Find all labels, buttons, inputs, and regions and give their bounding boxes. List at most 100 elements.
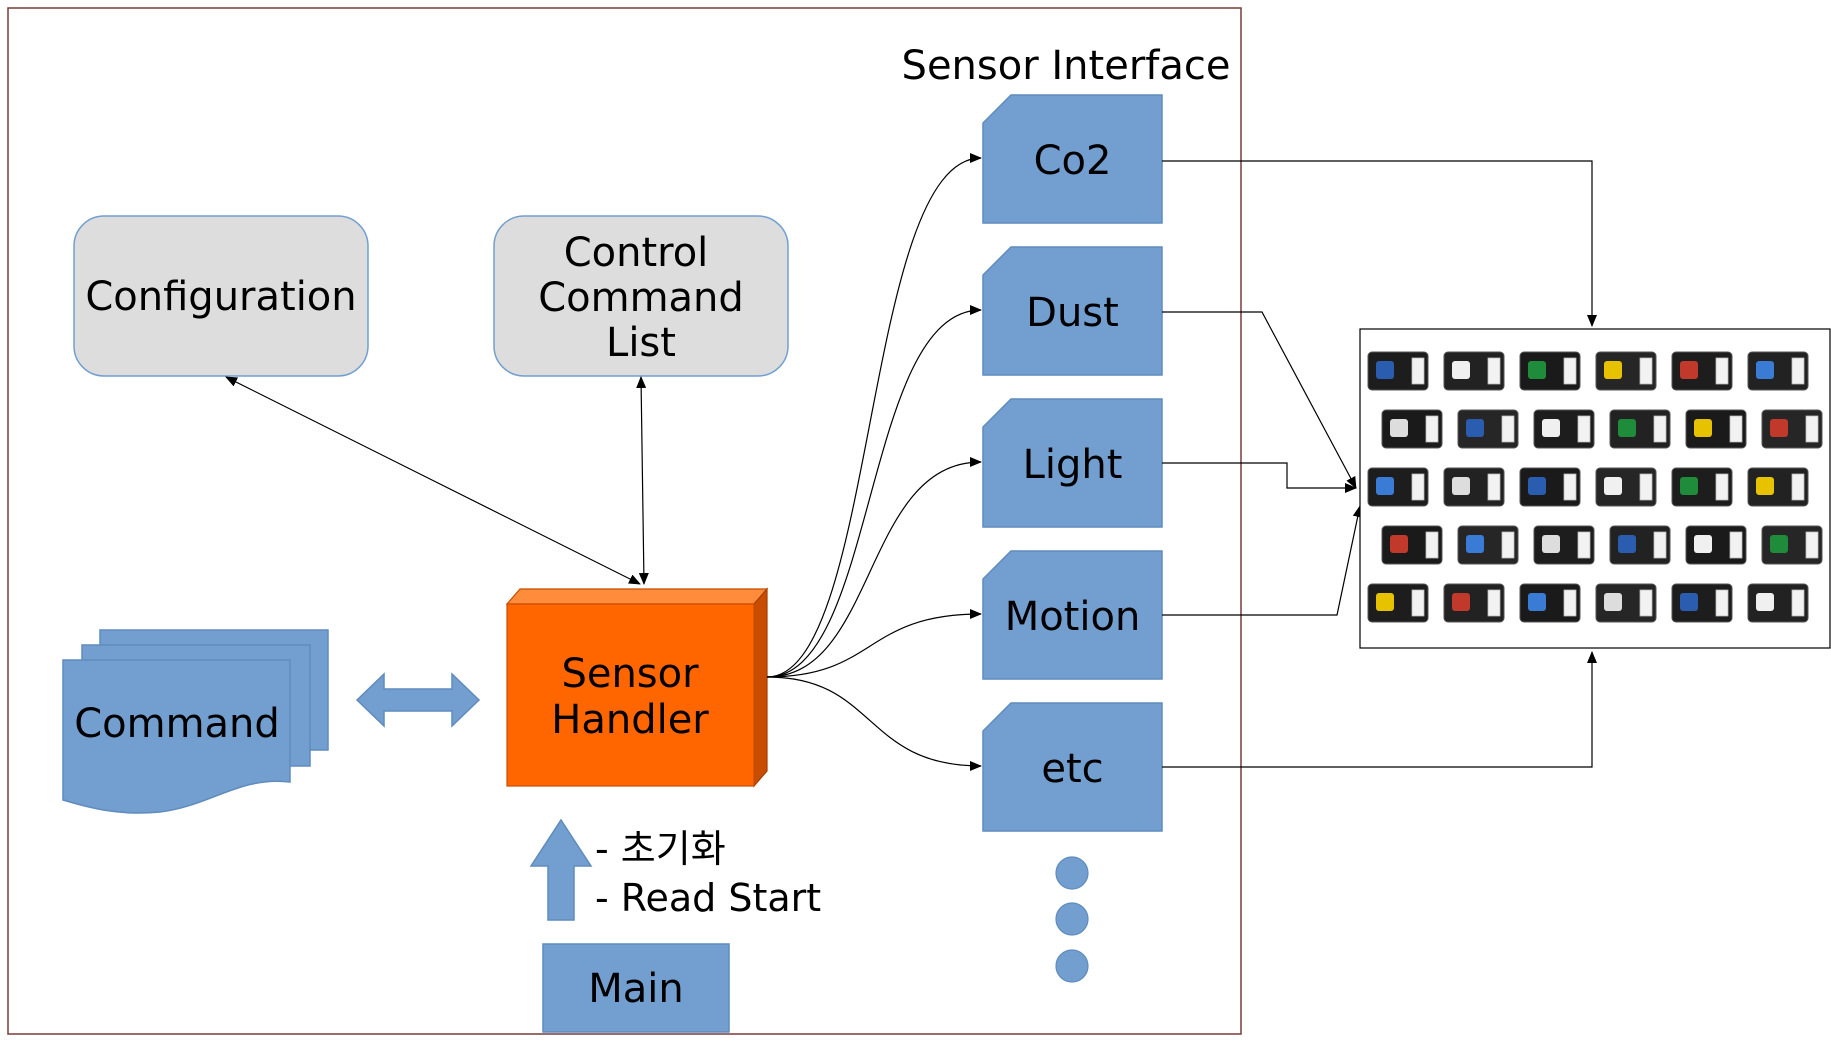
sensor-modules-image (1359, 328, 1831, 649)
sensor-module-connector (1729, 415, 1743, 443)
sensor-module-connector (1653, 415, 1667, 443)
sensor-module-component (1452, 361, 1470, 379)
sensor-module-component (1694, 419, 1712, 437)
command-document-stack: Command (62, 629, 329, 814)
handler-to-etc-connector (766, 676, 982, 771)
init-note-line-1: - 초기화 (595, 827, 726, 871)
sensor-module-component (1452, 477, 1470, 495)
sensor-module-connector (1791, 473, 1805, 501)
sensor-module-component (1770, 419, 1788, 437)
sensor-module-component (1756, 361, 1774, 379)
command-handler-double-arrow (355, 672, 481, 728)
sensor-module-component (1376, 477, 1394, 495)
sensor-module-component (1680, 477, 1698, 495)
sensor-module-component (1542, 535, 1560, 553)
sensor-module-component (1528, 593, 1546, 611)
sensor-module-component (1604, 361, 1622, 379)
sensor-module-connector (1715, 357, 1729, 385)
sensor-module-connector (1411, 357, 1425, 385)
sensor-module-component (1618, 535, 1636, 553)
sensor-module-connector (1729, 531, 1743, 559)
sensor-module-connector (1577, 531, 1591, 559)
sensor-card-label: Motion (1005, 594, 1141, 640)
sensor-module-connector (1563, 357, 1577, 385)
ccl-handler-connector (636, 376, 649, 585)
sensor-card-shape (982, 94, 1163, 224)
sensor-module-connector (1653, 531, 1667, 559)
sensor-module-connector (1563, 473, 1577, 501)
sensor-module-connector (1791, 589, 1805, 617)
sensor-module-connector (1805, 531, 1819, 559)
sensor-module-connector (1577, 415, 1591, 443)
sensor-module-component (1694, 535, 1712, 553)
control-command-list-line-2: Command (538, 275, 744, 321)
sensor-card-motion: Motion (982, 550, 1163, 680)
sensor-interface-title: Sensor Interface (902, 43, 1231, 89)
command-label: Command (74, 701, 280, 747)
handler-to-co2-connector (766, 153, 982, 678)
sensor-module-component (1376, 593, 1394, 611)
vertical-ellipsis-icon (1055, 856, 1089, 983)
config-handler-connector (225, 376, 641, 585)
sensor-module-connector (1501, 415, 1515, 443)
sensor-handler-line-1: Sensor (561, 651, 699, 697)
sensor-module-connector (1501, 531, 1515, 559)
dust-hardware-connector (1162, 311, 1357, 489)
sensor-module-component (1390, 535, 1408, 553)
handler-to-dust-connector (766, 305, 982, 678)
etc-hardware-connector (1162, 651, 1597, 768)
sensor-module-connector (1425, 531, 1439, 559)
sensor-handler-box: Sensor Handler (505, 587, 769, 788)
sensor-module-connector (1715, 473, 1729, 501)
sensor-card-dust: Dust (982, 246, 1163, 376)
control-command-list-line-3: List (606, 320, 676, 366)
control-command-list-line-1: Control (564, 230, 709, 276)
co2-hardware-connector (1162, 160, 1597, 327)
motion-hardware-connector (1162, 505, 1363, 616)
sensor-module-connector (1563, 589, 1577, 617)
main-label: Main (588, 966, 684, 1012)
configuration-label: Configuration (85, 274, 356, 320)
sensor-module-component (1680, 593, 1698, 611)
sensor-module-component (1756, 593, 1774, 611)
sensor-card-light: Light (982, 398, 1163, 528)
sensor-module-component (1466, 535, 1484, 553)
main-to-handler-up-arrow (529, 818, 593, 921)
sensor-module-connector (1639, 589, 1653, 617)
sensor-module-connector (1639, 473, 1653, 501)
sensor-module-connector (1487, 357, 1501, 385)
sensor-module-component (1390, 419, 1408, 437)
sensor-module-connector (1791, 357, 1805, 385)
sensor-module-connector (1487, 473, 1501, 501)
sensor-card-co2: Co2 (982, 94, 1163, 224)
sensor-module-connector (1411, 473, 1425, 501)
sensor-card-label: Dust (1026, 290, 1119, 336)
sensor-module-component (1604, 593, 1622, 611)
light-hardware-connector (1162, 462, 1357, 493)
init-note-line-2: - Read Start (595, 876, 821, 920)
sensor-module-component (1618, 419, 1636, 437)
sensor-module-component (1680, 361, 1698, 379)
sensor-hardware-connectors (1162, 160, 1597, 768)
sensor-module-connector (1805, 415, 1819, 443)
sensor-module-connector (1411, 589, 1425, 617)
sensor-card-etc: etc (982, 702, 1163, 832)
handler-sensor-connectors (766, 153, 982, 771)
control-command-list-box: Control Command List (493, 215, 789, 377)
sensor-module-component (1452, 593, 1470, 611)
sensor-module-component (1466, 419, 1484, 437)
sensor-module-component (1604, 477, 1622, 495)
sensor-card-label: etc (1041, 746, 1103, 792)
sensor-module-component (1528, 361, 1546, 379)
sensor-module-connector (1639, 357, 1653, 385)
sensor-module-component (1770, 535, 1788, 553)
sensor-card-shape (982, 246, 1163, 376)
handler-to-light-connector (766, 457, 982, 678)
sensor-card-label: Co2 (1034, 138, 1112, 184)
sensor-module-connector (1425, 415, 1439, 443)
configuration-box: Configuration (73, 215, 369, 377)
main-box: Main (542, 943, 730, 1033)
sensor-module-component (1542, 419, 1560, 437)
